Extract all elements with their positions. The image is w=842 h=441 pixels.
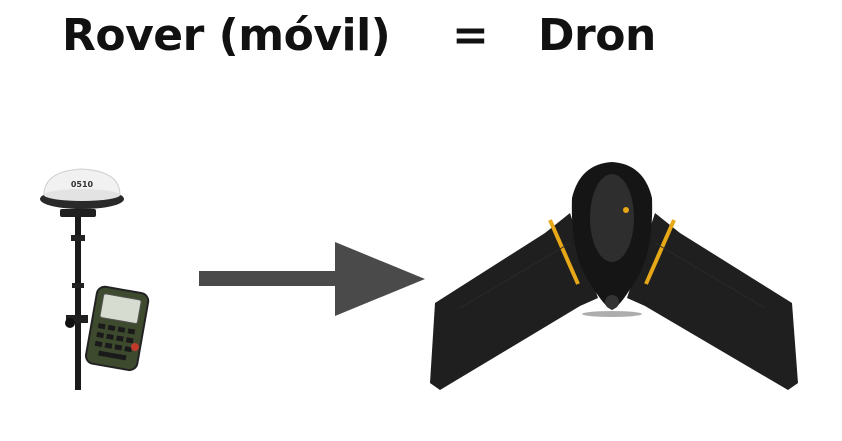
arrow-right-icon [199, 242, 425, 316]
equals-sign: = [452, 10, 489, 61]
rover-term: Rover (móvil) [62, 10, 391, 61]
gnss-rover-receiver-icon: 0510 [40, 168, 150, 390]
rover-model-label: 0510 [71, 180, 94, 189]
title-row: Rover (móvil) = Dron [0, 8, 842, 68]
fixed-wing-drone-icon [430, 162, 798, 390]
drone-term: Dron [538, 10, 656, 61]
